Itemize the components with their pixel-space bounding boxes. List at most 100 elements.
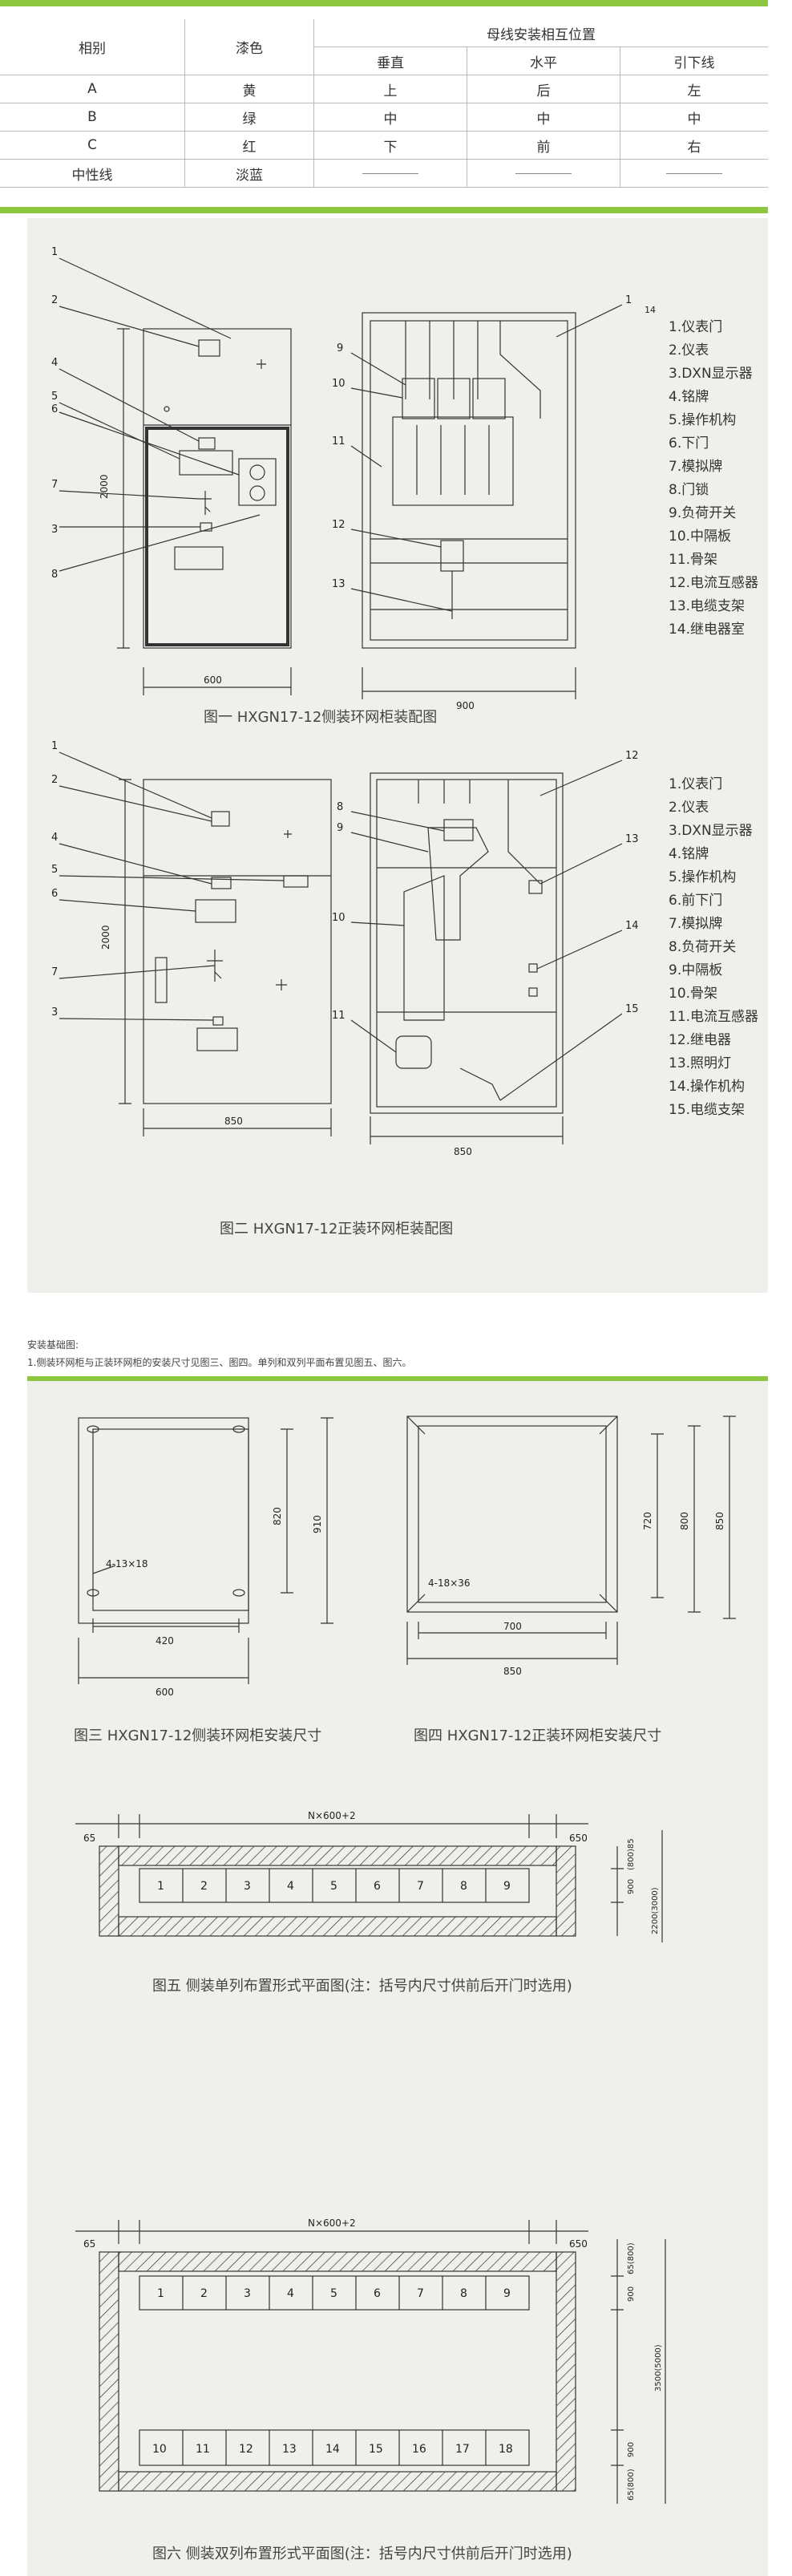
legend-item: 3.DXN显示器 <box>669 366 753 382</box>
fig2-label: 6 <box>51 888 58 900</box>
fig2-busbars <box>418 780 471 804</box>
fig5-wall-right <box>556 1845 576 1937</box>
fig1-label: 11 <box>332 435 345 448</box>
fig4-dim-850-v <box>723 1416 736 1619</box>
fig6-right-dim-label: 65(800) <box>627 2469 636 2501</box>
header-down-lead: 引下线 <box>620 47 768 75</box>
fig2-label: 4 <box>51 832 58 844</box>
fig1-label: 9 <box>337 342 343 354</box>
fig6-right-dim-label: 900 <box>627 2286 636 2302</box>
table-cell: 中 <box>467 103 620 132</box>
fig1-lower-plate <box>174 546 224 570</box>
table-row: 中性线 淡蓝 <box>0 159 768 188</box>
fig6-cell-label: 1 <box>157 2287 164 2300</box>
fig6-cell-label: 7 <box>417 2287 424 2300</box>
header-phase: 相别 <box>0 19 185 75</box>
foundation-drawings-panel: 4-13×18 820 910 420 600 4-18×36 720 800 … <box>27 1381 768 2576</box>
fig1-display <box>179 450 233 476</box>
dash-line <box>666 172 722 174</box>
fig4-dim-850-h <box>406 1622 618 1665</box>
fig3-dim-label: 600 <box>156 1687 174 1698</box>
fig1-insulator <box>402 378 435 419</box>
fig3-dim-label: 820 <box>272 1507 283 1525</box>
fig2-width-dim-label: 850 <box>224 1116 243 1127</box>
fig4-dim-label: 700 <box>503 1621 522 1632</box>
table-cell: 左 <box>620 75 768 103</box>
fig2-cross-mark <box>276 979 287 990</box>
table-cell <box>620 159 768 188</box>
fig3-caption: 图三 HXGN17-12侧装环网柜安装尺寸 <box>74 1727 322 1744</box>
fig3-dim-820 <box>281 1428 293 1594</box>
fig6-cell-label: 16 <box>412 2443 426 2456</box>
fig4-dim-label: 850 <box>503 1666 522 1677</box>
fig6-cell-label: 18 <box>499 2443 513 2456</box>
fig1-leader <box>59 402 180 460</box>
fig2-label: 12 <box>625 750 639 762</box>
dash-line <box>362 172 418 174</box>
fig3-hole-label: 4-13×18 <box>106 1558 148 1569</box>
fig2-operating-mechanism <box>283 875 309 888</box>
fig2-leader <box>59 785 212 822</box>
fig6-cell-label: 2 <box>200 2287 208 2300</box>
fig2-cable-bracket <box>459 1067 501 1101</box>
fig2-leader <box>350 811 445 832</box>
fig2-label: 8 <box>337 801 343 813</box>
fig1-operating-hole <box>249 464 265 480</box>
fig3-leader <box>92 1565 116 1574</box>
fig1-leader <box>59 514 261 572</box>
fig1-operating-mechanism <box>238 458 277 506</box>
legend-item: 13.照明灯 <box>669 1055 732 1071</box>
fig2-cabinet-outline <box>143 779 332 1104</box>
legend-item: 5.操作机构 <box>669 412 737 428</box>
legend-item: 1.仪表门 <box>669 776 723 792</box>
table-row: C 红 下 前 右 <box>0 131 768 160</box>
legend-item: 6.前下门 <box>669 893 723 909</box>
table-row: A 黄 上 后 左 <box>0 75 768 103</box>
fig1-mimic-diagram <box>199 491 212 515</box>
fig1-leader <box>556 304 623 338</box>
table-cell: A <box>0 75 185 103</box>
fig1-label: 5 <box>51 391 58 403</box>
table-cell: C <box>0 131 185 160</box>
fig2-leader <box>350 921 405 926</box>
fig6-row2-dividers <box>182 2430 487 2465</box>
fig2-label: 14 <box>625 920 639 932</box>
fig2-mechanism <box>528 987 538 997</box>
fig3-base-outline <box>78 1417 249 1624</box>
legend-item: 15.电缆支架 <box>669 1102 746 1118</box>
fig6-cell-label: 8 <box>460 2287 467 2300</box>
fig6-wall-bottom <box>118 2471 557 2492</box>
table-cell: 后 <box>467 75 620 103</box>
fig5-top-dim-label: 65 <box>83 1833 95 1844</box>
fig1-label: 2 <box>51 294 58 306</box>
fig6-wall-top <box>118 2251 557 2272</box>
legend-item: 4.铭牌 <box>669 846 709 862</box>
fig6-right-dim-label: 65(800) <box>627 2242 636 2274</box>
fig6-cell-label: 9 <box>503 2287 511 2300</box>
fig5-top-dim-label: N×600+2 <box>308 1810 356 1821</box>
table-cell: B <box>0 103 185 132</box>
legend-item: 3.DXN显示器 <box>669 823 753 839</box>
fig4-hole-label: 4-18×36 <box>428 1578 471 1589</box>
assembly-drawings-svg: 1 2 4 5 6 7 3 8 9 10 11 12 13 1 14 2000 … <box>51 246 656 1157</box>
fig5-cell-label: 9 <box>503 1880 511 1893</box>
fig6-cabinet-row-1 <box>139 2275 530 2311</box>
fig2-nameplate <box>211 877 232 889</box>
fig2-side-width-dim <box>370 1116 564 1144</box>
fig2-caption: 图二 HXGN17-12正装环网柜装配图 <box>220 1221 454 1237</box>
fig3-dim-label: 420 <box>156 1635 174 1646</box>
fig2-leader <box>59 843 212 885</box>
fig1-current-transformer <box>440 540 464 572</box>
fig6-cabinet-row-2 <box>139 2429 530 2466</box>
fig1-leader <box>59 411 240 476</box>
fig3-mounting-hole <box>232 1425 245 1433</box>
legend-item: 2.仪表 <box>669 800 709 816</box>
fig3-mounting-hole <box>87 1425 99 1433</box>
table-cell: 前 <box>467 131 620 160</box>
fig4-dim-label: 800 <box>679 1512 690 1530</box>
table-cell: 绿 <box>184 103 314 132</box>
fig4-base-inner <box>418 1425 607 1603</box>
fig2-frame <box>403 875 445 1021</box>
fig6-right-dims <box>611 2239 624 2504</box>
fig5-top-dims <box>75 1814 588 1838</box>
